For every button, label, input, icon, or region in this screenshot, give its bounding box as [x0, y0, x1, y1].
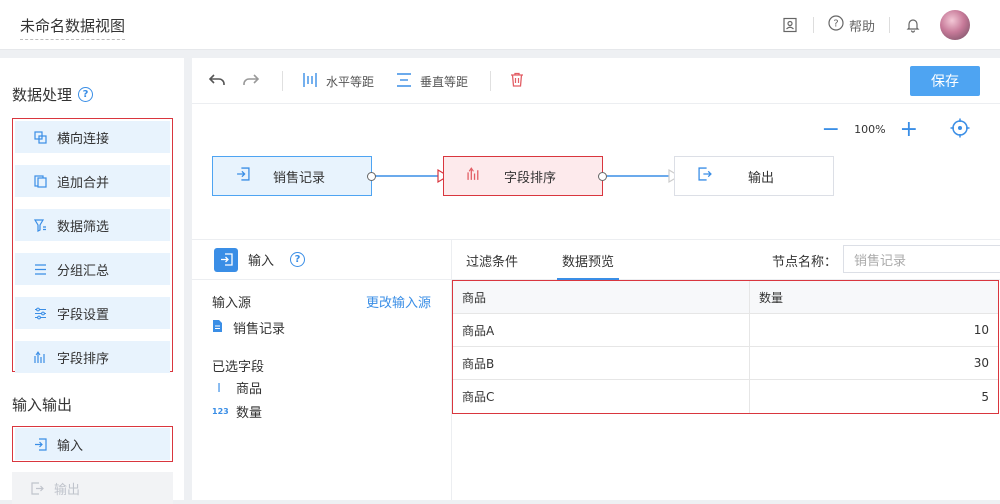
selected-fields-label: 已选字段	[212, 360, 265, 375]
input-icon	[214, 247, 238, 272]
table-row: 商品B 30	[453, 347, 998, 380]
tool-group-processing: 横向连接 追加合并 数据筛选 分组汇总 字段设置 字段排序	[12, 118, 173, 373]
tab-filter[interactable]: 过滤条件	[466, 255, 519, 270]
table-row: 商品C 5	[453, 380, 998, 413]
zoom-in-button[interactable]: +	[899, 116, 918, 142]
divider	[490, 71, 491, 91]
locate-icon[interactable]	[950, 118, 970, 141]
node-name-label: 节点名称：	[772, 255, 838, 270]
table-cell: 商品B	[453, 347, 750, 379]
delete-button[interactable]	[510, 71, 524, 91]
append-icon	[33, 174, 47, 188]
tool-group[interactable]: 分组汇总	[15, 253, 170, 285]
output-port[interactable]	[598, 172, 607, 181]
svg-text:?: ?	[833, 19, 838, 30]
help-icon[interactable]: ?	[290, 252, 306, 267]
table-cell: 10	[973, 323, 989, 337]
filter-icon	[33, 218, 47, 232]
field-item: I 商品	[212, 378, 262, 398]
avatar[interactable]	[940, 10, 970, 40]
document-icon	[212, 319, 223, 337]
preview-table: 商品 数量 商品A 10 商品B 30 商品C 5	[452, 280, 999, 414]
input-icon	[33, 437, 47, 451]
vertical-spacing-button[interactable]: 垂直等距	[396, 71, 468, 91]
tab-bar: 过滤条件 数据预览 节点名称： 销售记录	[452, 240, 1000, 281]
table-cell: 5	[981, 389, 989, 404]
output-port[interactable]	[367, 172, 376, 181]
section-title-io: 输入输出	[12, 396, 73, 414]
source-label: 输入源	[212, 296, 252, 311]
table-row: 商品A 10	[453, 314, 998, 347]
tool-input[interactable]: 输入	[15, 428, 170, 460]
save-button[interactable]: 保存	[910, 66, 980, 96]
node-name-input[interactable]: 销售记录	[843, 245, 1000, 273]
trash-icon	[510, 72, 524, 90]
sort-icon	[33, 350, 47, 364]
table-cell: 30	[973, 356, 989, 370]
divider	[889, 17, 890, 33]
sidebar: 数据处理 ? 横向连接 追加合并 数据筛选 分组汇总 字段设置 字段排序 输入输…	[0, 58, 184, 504]
text-type-icon: I	[217, 380, 221, 395]
zoom-controls: − 100% +	[822, 118, 970, 141]
flow-node-sales-records[interactable]: 销售记录	[212, 156, 376, 196]
table-cell: 商品A	[453, 314, 750, 346]
editor-toolbar: 水平等距 垂直等距 保存	[192, 58, 1000, 104]
horizontal-spacing-button[interactable]: 水平等距	[302, 71, 374, 91]
tool-append[interactable]: 追加合并	[15, 165, 170, 197]
flow-node-output[interactable]: 输出	[674, 156, 834, 196]
help-button[interactable]: ? 帮助	[828, 15, 875, 35]
tool-field-sort[interactable]: 字段排序	[15, 341, 170, 373]
zoom-level: 100%	[854, 123, 886, 136]
section-title-processing: 数据处理 ?	[12, 84, 94, 105]
redo-button[interactable]	[242, 71, 260, 91]
view-title[interactable]: 未命名数据视图	[20, 15, 126, 40]
undo-button[interactable]	[208, 71, 226, 91]
panel-header: 输入 ?	[192, 240, 451, 280]
bell-icon[interactable]	[904, 16, 922, 34]
main-panel: 水平等距 垂直等距 保存 − 100% + 销售记录	[192, 58, 1000, 500]
divider	[812, 17, 814, 33]
help-label: 帮助	[848, 19, 875, 35]
tool-output: 输出	[12, 472, 173, 504]
group-icon	[33, 262, 47, 276]
settings-icon	[33, 306, 47, 320]
help-icon[interactable]: ?	[78, 87, 94, 102]
top-bar: 未命名数据视图 ? 帮助	[0, 0, 1000, 50]
join-icon	[33, 130, 47, 144]
output-icon	[691, 167, 719, 185]
flow-node-field-sort[interactable]: 字段排序	[443, 156, 607, 196]
tool-field-settings[interactable]: 字段设置	[15, 297, 170, 329]
change-source-link[interactable]: 更改输入源	[365, 296, 431, 311]
tool-filter[interactable]: 数据筛选	[15, 209, 170, 241]
tool-join[interactable]: 横向连接	[15, 121, 170, 153]
panel-title: 输入	[248, 254, 275, 269]
column-header[interactable]: 商品	[453, 281, 750, 313]
flow-canvas[interactable]: − 100% + 销售记录 字段排序 输出	[192, 104, 1000, 240]
input-icon	[229, 167, 257, 185]
node-config-panel: 输入 ? 输入源 更改输入源 销售记录 已选字段 I 商品 123 数量 过滤条…	[192, 240, 1000, 500]
output-icon	[30, 481, 44, 495]
table-header-row: 商品 数量	[453, 281, 998, 314]
table-cell: 商品C	[453, 380, 750, 413]
share-icon[interactable]	[781, 16, 799, 34]
undo-icon	[208, 73, 226, 90]
divider	[282, 71, 283, 91]
help-icon: ?	[828, 15, 844, 35]
sort-icon	[460, 167, 488, 185]
column-header[interactable]: 数量	[750, 281, 998, 313]
input-config: 输入 ? 输入源 更改输入源 销售记录 已选字段 I 商品 123 数量	[192, 240, 452, 500]
vertical-spacing-icon	[396, 72, 412, 91]
data-preview-area: 过滤条件 数据预览 节点名称： 销售记录 商品 数量 商品A 10 商品B 30	[452, 240, 1000, 500]
source-item[interactable]: 销售记录	[212, 318, 285, 337]
tool-group-io: 输入	[12, 426, 173, 462]
number-type-icon: 123	[212, 407, 229, 416]
redo-icon	[242, 73, 260, 90]
top-bar-actions: ? 帮助	[781, 10, 970, 40]
field-item: 123 数量	[212, 406, 263, 421]
zoom-out-button[interactable]: −	[821, 116, 841, 142]
horizontal-spacing-icon	[302, 72, 318, 91]
tab-preview[interactable]: 数据预览	[557, 251, 620, 281]
